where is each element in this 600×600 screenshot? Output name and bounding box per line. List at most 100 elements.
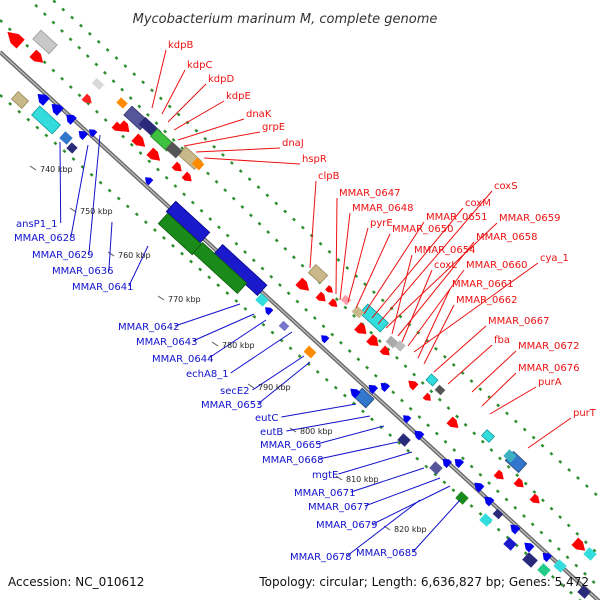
forward-gene-arrow [366, 334, 379, 347]
gene-label-mmar_0661[interactable]: MMAR_0661 [452, 279, 514, 290]
gene-box [397, 433, 411, 447]
forward-gene-arrow [446, 416, 459, 429]
gene-label-mmar_0658[interactable]: MMAR_0658 [476, 232, 538, 243]
gene-label-pyre[interactable]: pyrE [370, 218, 393, 229]
leader-line [346, 499, 421, 557]
gene-label-purt[interactable]: purT [573, 408, 597, 419]
kbp-tick [335, 475, 343, 481]
gene-box [385, 335, 399, 349]
gene-box [455, 491, 469, 505]
gene-label-mmar_0642[interactable]: MMAR_0642 [118, 322, 180, 333]
gene-label-mmar_0629[interactable]: MMAR_0629 [32, 250, 94, 261]
gene-label-sece2[interactable]: secE2 [220, 386, 250, 397]
forward-gene-arrow [29, 49, 44, 63]
gene-label-mgte[interactable]: mgtE [312, 470, 338, 481]
gene-box [191, 157, 205, 171]
gene-box [537, 563, 551, 577]
gene-label-coxs[interactable]: coxS [494, 181, 518, 192]
gene-label-mmar_0628[interactable]: MMAR_0628 [14, 233, 76, 244]
reverse-gene-arrow [380, 382, 391, 392]
gene-label-kdpc[interactable]: kdpC [187, 60, 212, 71]
leader-line [412, 499, 461, 553]
leader-line [173, 100, 225, 131]
forward-gene-arrow [325, 285, 333, 293]
gene-label-mmar_0678[interactable]: MMAR_0678 [290, 552, 352, 563]
kbp-tick [247, 383, 255, 389]
gene-label-dnaj[interactable]: dnaJ [282, 138, 304, 149]
gene-label-eutc[interactable]: eutC [255, 413, 278, 424]
leader-line [471, 350, 517, 393]
gene-box [503, 537, 517, 551]
gene-label-fba[interactable]: fba [494, 335, 510, 346]
leader-line [339, 212, 351, 301]
gene-label-mmar_0644[interactable]: MMAR_0644 [152, 354, 214, 365]
gene-label-mmar_0651[interactable]: MMAR_0651 [426, 212, 488, 223]
gene-label-coxm[interactable]: coxM [465, 198, 491, 209]
kbp-label: 810 kbp [346, 475, 379, 484]
gene-label-mmar_0676[interactable]: MMAR_0676 [518, 363, 580, 374]
gene-box [255, 293, 269, 307]
forward-gene-arrow [146, 147, 161, 161]
leader-line [338, 451, 413, 475]
gene-label-mmar_0654[interactable]: MMAR_0654 [414, 245, 476, 256]
gene-label-eutb[interactable]: eutB [260, 427, 283, 438]
gene-label-mmar_0685[interactable]: MMAR_0685 [356, 548, 418, 559]
gene-label-mmar_0659[interactable]: MMAR_0659 [499, 213, 561, 224]
gene-label-mmar_0665[interactable]: MMAR_0665 [260, 440, 322, 451]
reverse-gene-arrow [89, 129, 98, 138]
guide-line [0, 94, 582, 600]
leader-line [128, 245, 149, 287]
gene-label-mmar_0671[interactable]: MMAR_0671 [294, 488, 356, 499]
leader-line [88, 134, 101, 255]
backbone-highlight [0, 51, 599, 600]
reverse-gene-arrow [524, 542, 535, 553]
gene-label-mmar_0648[interactable]: MMAR_0648 [352, 203, 414, 214]
gene-label-kdpd[interactable]: kdpD [208, 74, 234, 85]
gene-label-mmar_0643[interactable]: MMAR_0643 [136, 337, 198, 348]
gene-label-echa8_1[interactable]: echA8_1 [186, 369, 229, 380]
kbp-tick [69, 207, 77, 213]
forward-gene-arrow [513, 477, 524, 488]
gene-label-pura[interactable]: purA [538, 377, 562, 388]
gene-label-mmar_0653[interactable]: MMAR_0653 [201, 400, 263, 411]
gene-label-mmar_0672[interactable]: MMAR_0672 [518, 341, 580, 352]
accession-text: Accession: NC_010612 [8, 575, 144, 589]
gene-box [425, 373, 439, 387]
gene-label-coxl[interactable]: coxL [434, 260, 457, 271]
gene-label-kdpb[interactable]: kdpB [168, 40, 193, 51]
leader-line [252, 355, 305, 391]
leader-line [407, 269, 465, 347]
gene-label-grpe[interactable]: grpE [262, 122, 285, 133]
leader-line [286, 415, 371, 432]
forward-gene-arrow [571, 537, 586, 551]
leader-line [377, 190, 493, 325]
forward-gene-arrow [171, 161, 182, 172]
gene-label-mmar_0636[interactable]: MMAR_0636 [52, 266, 114, 277]
forward-gene-arrow [493, 469, 504, 480]
leader-line [183, 131, 261, 147]
leader-line [318, 441, 399, 460]
gene-label-mmar_0679[interactable]: MMAR_0679 [316, 520, 378, 531]
kbp-tick [157, 295, 165, 301]
forward-gene-arrow [379, 345, 390, 356]
gene-label-clpb[interactable]: clpB [318, 171, 340, 182]
reverse-gene-arrow [403, 415, 412, 424]
reverse-gene-arrow [66, 114, 77, 125]
forward-gene-arrow [181, 171, 192, 182]
gene-label-mmar_0650[interactable]: MMAR_0650 [392, 224, 454, 235]
gene-label-hspr[interactable]: hspR [302, 154, 327, 165]
gene-label-mmar_0647[interactable]: MMAR_0647 [339, 188, 401, 199]
gene-label-mmar_0667[interactable]: MMAR_0667 [488, 316, 550, 327]
gene-label-ansp1_1[interactable]: ansP1_1 [16, 219, 57, 230]
gene-label-mmar_0668[interactable]: MMAR_0668 [262, 455, 324, 466]
gene-label-dnak[interactable]: dnaK [246, 109, 272, 120]
leader-line [385, 222, 498, 329]
gene-label-mmar_0677[interactable]: MMAR_0677 [308, 502, 370, 513]
gene-label-cya_1[interactable]: cya_1 [540, 253, 569, 264]
gene-label-kdpe[interactable]: kdpE [226, 91, 251, 102]
gene-label-mmar_0662[interactable]: MMAR_0662 [456, 295, 518, 306]
gene-label-mmar_0660[interactable]: MMAR_0660 [466, 260, 528, 271]
gene-box [434, 384, 446, 396]
gene-label-mmar_0641[interactable]: MMAR_0641 [72, 282, 134, 293]
